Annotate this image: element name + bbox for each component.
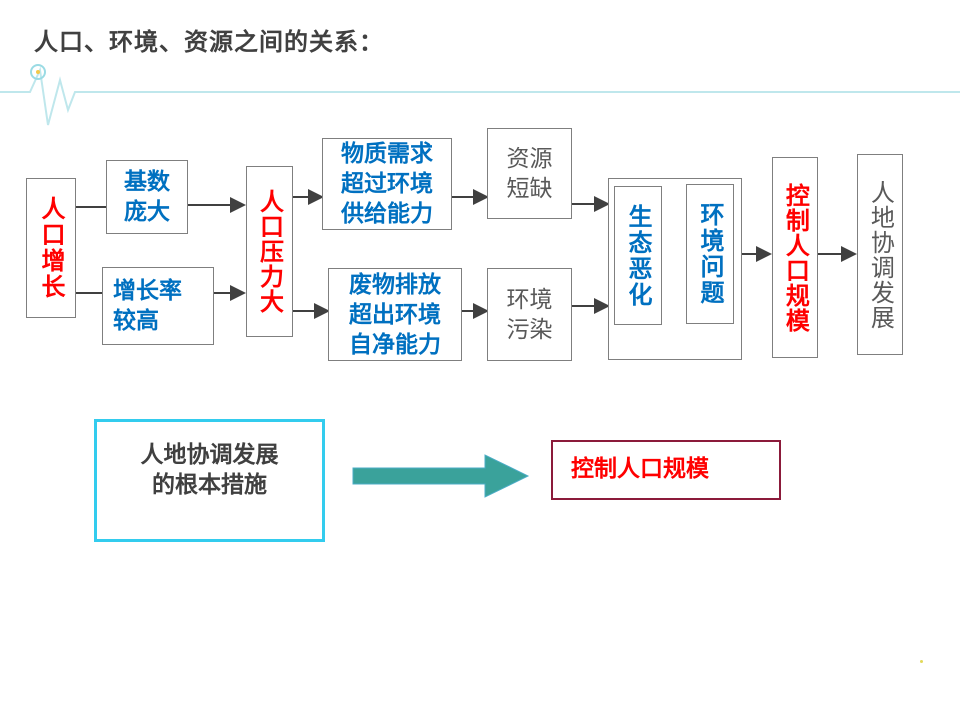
waste-line-1: 废物排放 bbox=[349, 271, 441, 298]
material-demand-line-2: 超过环境 bbox=[341, 171, 433, 197]
fundamental-measure-line-2: 的根本措施 bbox=[152, 472, 267, 498]
pop-pressure-box: 人口压力大 bbox=[246, 166, 293, 337]
shortage-line-1: 资源 bbox=[506, 145, 553, 172]
pop-growth-text: 人口增长 bbox=[37, 196, 65, 300]
teal-arrow bbox=[352, 454, 530, 498]
waste-box: 废物排放 超出环境 自净能力 bbox=[328, 268, 462, 361]
pollution-box: 环境 污染 bbox=[487, 268, 572, 361]
pop-growth-box: 人口增长 bbox=[26, 178, 76, 318]
shortage-box: 资源 短缺 bbox=[487, 128, 572, 219]
header-decoration bbox=[0, 64, 960, 126]
coordinated-dev-box: 人地协调发展 bbox=[857, 154, 903, 355]
shortage-line-2: 短缺 bbox=[506, 175, 553, 202]
large-base-box: 基数 庞大 bbox=[106, 160, 188, 234]
fundamental-measure-line-1: 人地协调发展 bbox=[140, 442, 279, 468]
env-problems-box: 环境问题 bbox=[686, 184, 734, 324]
high-rate-line-2: 较高 bbox=[113, 308, 159, 334]
coordinated-dev-text: 人地协调发展 bbox=[866, 179, 895, 330]
control-pop-text: 控制人口规模 bbox=[781, 182, 810, 333]
material-demand-line-3: 供给能力 bbox=[341, 201, 433, 227]
waste-line-2: 超出环境 bbox=[349, 301, 441, 328]
eco-deterioration-box: 生态恶化 bbox=[614, 186, 662, 325]
high-rate-box: 增长率 较高 bbox=[102, 267, 214, 345]
pop-pressure-text: 人口压力大 bbox=[255, 189, 284, 314]
fundamental-measure-box: 人地协调发展 的根本措施 bbox=[94, 419, 325, 542]
material-demand-box: 物质需求 超过环境 供给能力 bbox=[322, 138, 452, 230]
page-title: 人口、环境、资源之间的关系： bbox=[34, 28, 384, 56]
pollution-line-2: 污染 bbox=[506, 316, 553, 343]
large-base-line-1: 基数 bbox=[124, 169, 170, 195]
waste-line-3: 自净能力 bbox=[349, 331, 441, 358]
high-rate-line-1: 增长率 bbox=[113, 278, 182, 304]
control-pop-answer-box: 控制人口规模 bbox=[551, 440, 781, 500]
large-base-line-2: 庞大 bbox=[124, 199, 170, 225]
material-demand-line-1: 物质需求 bbox=[341, 141, 433, 167]
env-problems-text: 环境问题 bbox=[696, 202, 724, 306]
pollution-line-1: 环境 bbox=[506, 286, 553, 313]
target-icon bbox=[30, 64, 46, 80]
control-pop-answer-text: 控制人口规模 bbox=[571, 456, 709, 482]
decorative-dot bbox=[920, 660, 923, 663]
eco-deterioration-text: 生态恶化 bbox=[624, 203, 652, 308]
control-pop-box: 控制人口规模 bbox=[772, 157, 818, 358]
